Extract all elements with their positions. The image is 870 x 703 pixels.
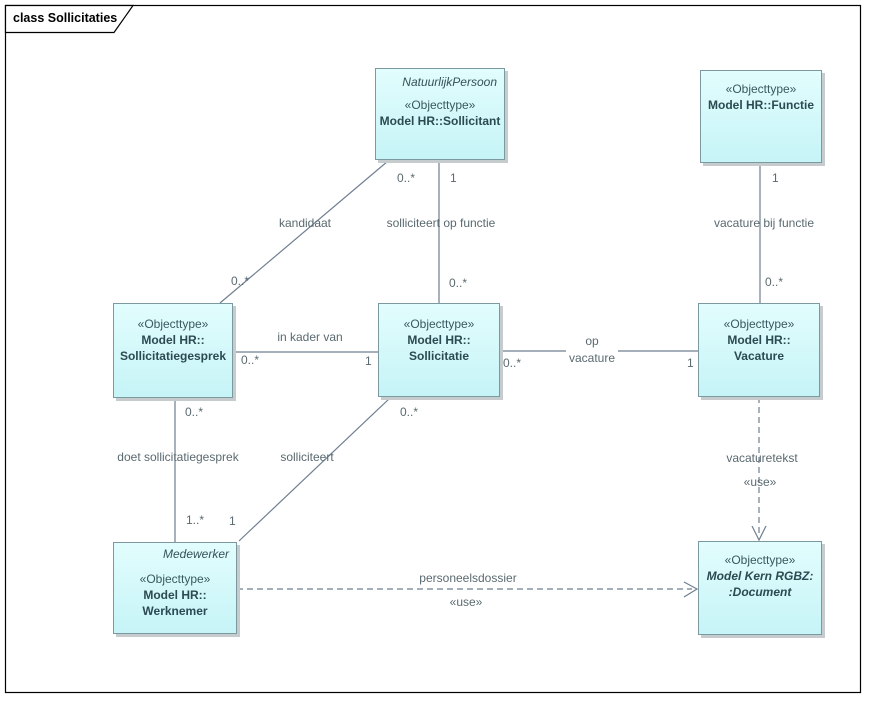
class-name: Model HR::Functie [708,98,814,112]
association-label-vacature-bij-functie: vacature bij functie [713,216,815,230]
dependency-label-vacaturetekst: vacaturetekst [726,451,798,465]
stereotype-label: «Objecttype» [723,317,795,331]
class-box-sollicitatiegesprek[interactable]: «Objecttype» Model HR:: Sollicitatiegesp… [113,303,233,398]
class-box-document[interactable]: «Objecttype» Model Kern RGBZ: :Document [698,541,822,635]
association-label-line2: vacature [568,351,616,365]
class-name: Model HR:: [407,333,471,347]
association-label-solliciteert-op-functie: solliciteert op functie [386,216,496,230]
dependency-label-personeelsdossier: personeelsdossier [419,571,517,585]
association-kandidaat-line [219,160,389,304]
stereotype-label: «Objecttype» [403,317,475,331]
multiplicity: 0..* [231,274,250,288]
multiplicity: 0..* [765,275,784,289]
diagram-frame [4,4,862,694]
multiplicity: 0..* [185,405,204,419]
class-name: Sollicitatiegesprek [119,349,227,363]
parent-type-label: NatuurlijkPersoon [402,75,497,89]
multiplicity: 1 [772,171,779,185]
stereotype-label: «Objecttype» [724,553,796,567]
multiplicity: 0..* [397,171,416,185]
multiplicity: 0..* [241,353,260,367]
multiplicity: 0..* [503,356,522,370]
association-label-kandidaat: kandidaat [278,216,332,230]
stereotype-label: «Objecttype» [404,98,476,112]
multiplicity: 0..* [400,405,419,419]
multiplicity: 1 [687,356,694,370]
class-box-functie[interactable]: «Objecttype» Model HR::Functie [700,70,822,163]
class-name: :Document [728,585,792,599]
stereotype-label: «Objecttype» [139,572,211,586]
class-box-werknemer[interactable]: Medewerker «Objecttype» Model HR:: Werkn… [113,542,237,634]
class-box-sollicitatie[interactable]: «Objecttype» Model HR:: Sollicitatie [378,303,500,397]
association-label-op-vacature: op vacature [565,333,619,367]
dependency-stereotype-use: «use» [449,595,483,609]
association-label-in-kader-van: in kader van [277,330,343,344]
stereotype-label: «Objecttype» [137,317,209,331]
association-solliciteert-line [238,397,391,542]
association-label-solliciteert: solliciteert [280,450,334,464]
dependency-stereotype-use: «use» [743,475,777,489]
multiplicity: 1 [365,354,372,368]
stereotype-label: «Objecttype» [725,82,797,96]
diagram-title: class Sollicitaties [13,11,118,25]
multiplicity: 1 [229,514,236,528]
diagram-title-tab [4,4,135,34]
multiplicity: 1 [450,171,457,185]
class-box-sollicitant[interactable]: NatuurlijkPersoon «Objecttype» Model HR:… [375,68,505,160]
class-name: Sollicitatie [408,349,470,363]
class-name: Model HR::Sollicitant [379,114,501,128]
class-name: Werknemer [142,604,208,618]
class-name: Model HR:: [727,333,791,347]
class-name: Model Kern RGBZ: [706,569,814,583]
class-box-vacature[interactable]: «Objecttype» Model HR:: Vacature [698,303,820,397]
multiplicity: 0..* [449,276,468,290]
open-arrowhead-right-icon [683,581,699,598]
class-name: Model HR:: [141,333,205,347]
open-arrowhead-down-icon [751,525,767,542]
class-name: Vacature [733,349,785,363]
parent-type-label: Medewerker [162,547,229,561]
association-label-line1: op [585,334,599,348]
class-name: Model HR:: [143,588,207,602]
multiplicity: 1..* [186,513,205,527]
association-label-doet-sollicitatiegesprek: doet sollicitatiegesprek [117,450,239,464]
